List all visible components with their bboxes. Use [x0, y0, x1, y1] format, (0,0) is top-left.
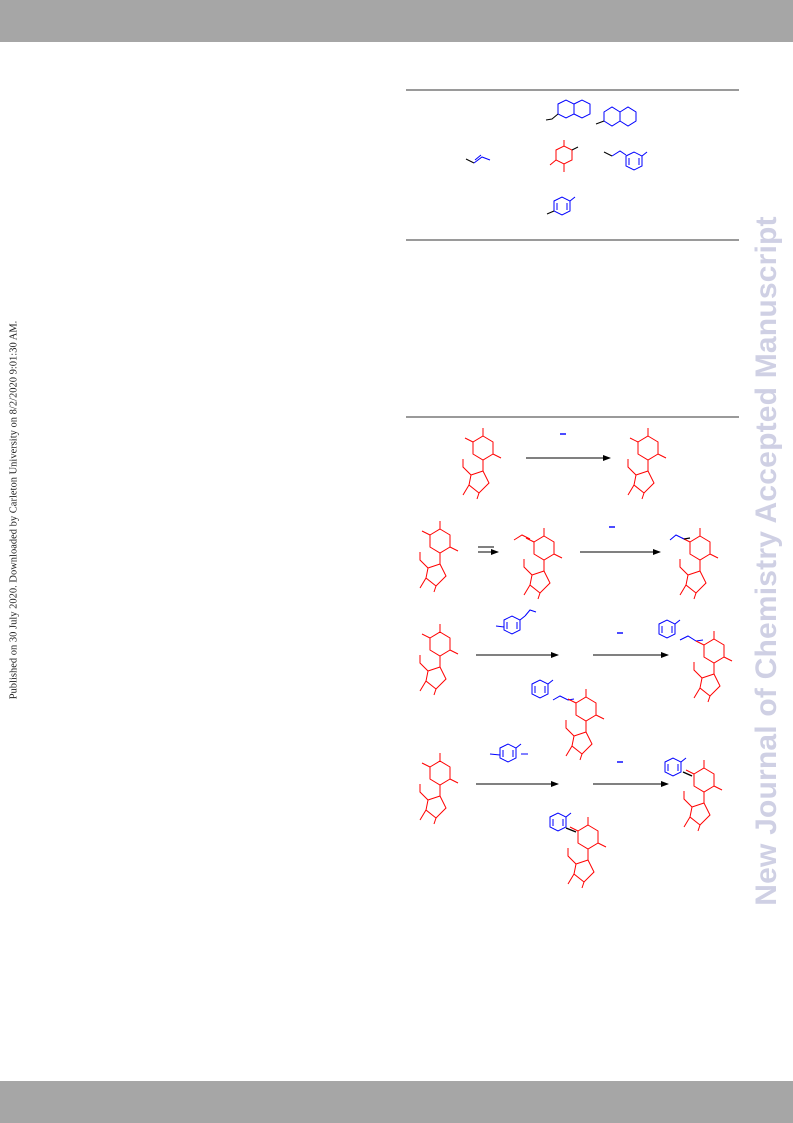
header-bar: [0, 0, 793, 42]
scheme-top-rule: [406, 416, 739, 418]
propenyl-fragment: [465, 154, 491, 164]
naphthyl-fragment: [595, 106, 637, 127]
tolyl-fragment: [546, 196, 576, 216]
download-notice-text: Published on 30 July 2020. Downloaded by…: [8, 320, 20, 700]
table-top-rule: [406, 89, 739, 91]
styryl-fragment: [603, 150, 648, 171]
footer-bar: [0, 1081, 793, 1123]
reaction-4: [419, 743, 723, 889]
table-bottom-rule: [406, 239, 739, 241]
reaction-1: [462, 427, 667, 500]
journal-watermark-text: New Journal of Chemistry Accepted Manusc…: [750, 216, 783, 906]
chemistry-figure: [419, 99, 733, 889]
reaction-3: [419, 609, 733, 761]
indolyl-fragment: [545, 99, 591, 121]
reaction-2: [419, 520, 719, 600]
uracil-fragment: [549, 140, 579, 172]
